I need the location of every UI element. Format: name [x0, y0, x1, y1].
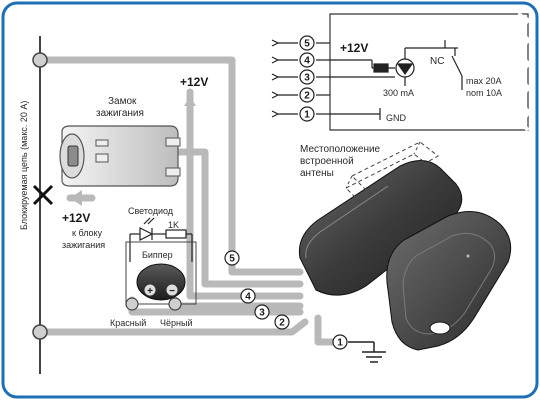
relay-plus12-label: +12V — [340, 41, 368, 55]
relay-internals — [330, 40, 463, 120]
wire-red-label: Красный — [110, 318, 146, 328]
wire-number-4-label: 4 — [245, 292, 251, 303]
beeper — [136, 263, 186, 301]
relay-nom-label: nom 10A — [466, 88, 502, 98]
beeper-box — [125, 241, 197, 305]
relay-pin-4-label: 4 — [304, 56, 310, 67]
relay-gnd-label: GND — [386, 113, 407, 123]
resistor-label: 1K — [168, 220, 179, 230]
beeper-plus-label: + — [147, 286, 153, 297]
relay-pin-2-label: 2 — [304, 91, 310, 102]
relay-max-label: max 20A — [466, 76, 502, 86]
ground-icon — [348, 341, 386, 363]
plus12-top-label: +12V — [180, 75, 208, 89]
ignition-arrow — [70, 190, 82, 206]
wire-number-2 — [274, 314, 290, 330]
wire-number-4 — [240, 288, 256, 304]
led-label: Светодиод — [128, 206, 174, 216]
relay-pin-2 — [299, 87, 315, 103]
relay-pin-5 — [299, 35, 315, 51]
ignition-lock-label-1: Замок — [108, 96, 137, 107]
wire-number-1-label: 1 — [337, 338, 343, 349]
relay-nc-label: NC — [430, 56, 444, 67]
antenna-label-3: антены — [300, 168, 334, 179]
wire-black-label: Чёрный — [160, 318, 192, 328]
resistor-symbol — [165, 229, 193, 262]
wire-numbers: 5 4 3 2 1 — [224, 250, 348, 350]
relay-box — [329, 12, 531, 132]
circuit-node-top — [32, 52, 48, 68]
antenna-label-1: Местоположение — [300, 144, 381, 155]
key-fob — [386, 211, 512, 351]
relay-current-label: 300 mA — [383, 88, 414, 98]
relay-pin-5-label: 5 — [304, 39, 310, 50]
plus12-top-arrow — [184, 96, 196, 106]
wire-number-2-label: 2 — [279, 318, 285, 329]
antenna-label-2: встроенной — [300, 156, 354, 167]
beeper-node-black — [168, 297, 182, 311]
relay-pin-4 — [299, 52, 315, 68]
ignition-block-label-1: к блоку — [72, 228, 103, 238]
relay-pin-numbers: 5 4 3 2 1 — [299, 35, 315, 122]
beeper-node-red — [125, 297, 139, 311]
beeper-label: Биппер — [142, 250, 173, 260]
wire-number-3-label: 3 — [259, 308, 265, 319]
wire-number-3 — [254, 304, 270, 320]
ignition-lock-label-2: зажигания — [96, 108, 144, 119]
relay-pins — [271, 39, 330, 118]
circuit-node-bottom — [32, 324, 48, 340]
wire-number-5-label: 5 — [229, 254, 235, 265]
circuit-label: Блокируемая цепь (макс. 20 А) — [19, 101, 29, 230]
relay-pin-3-label: 3 — [304, 73, 310, 84]
relay-pin-1-label: 1 — [304, 110, 310, 121]
relay-pin-3 — [299, 69, 315, 85]
led-symbol — [129, 217, 166, 262]
wire-number-1 — [332, 334, 348, 350]
beeper-minus-label: − — [169, 286, 175, 297]
wire-number-5 — [224, 250, 240, 266]
plus12-left-label: +12V — [62, 211, 90, 225]
relay-pin-1 — [299, 106, 315, 122]
ignition-lock — [59, 125, 181, 187]
alarm-module — [298, 141, 463, 296]
blocked-circuit-line — [32, 36, 54, 374]
ignition-block-label-2: зажигания — [62, 240, 105, 250]
